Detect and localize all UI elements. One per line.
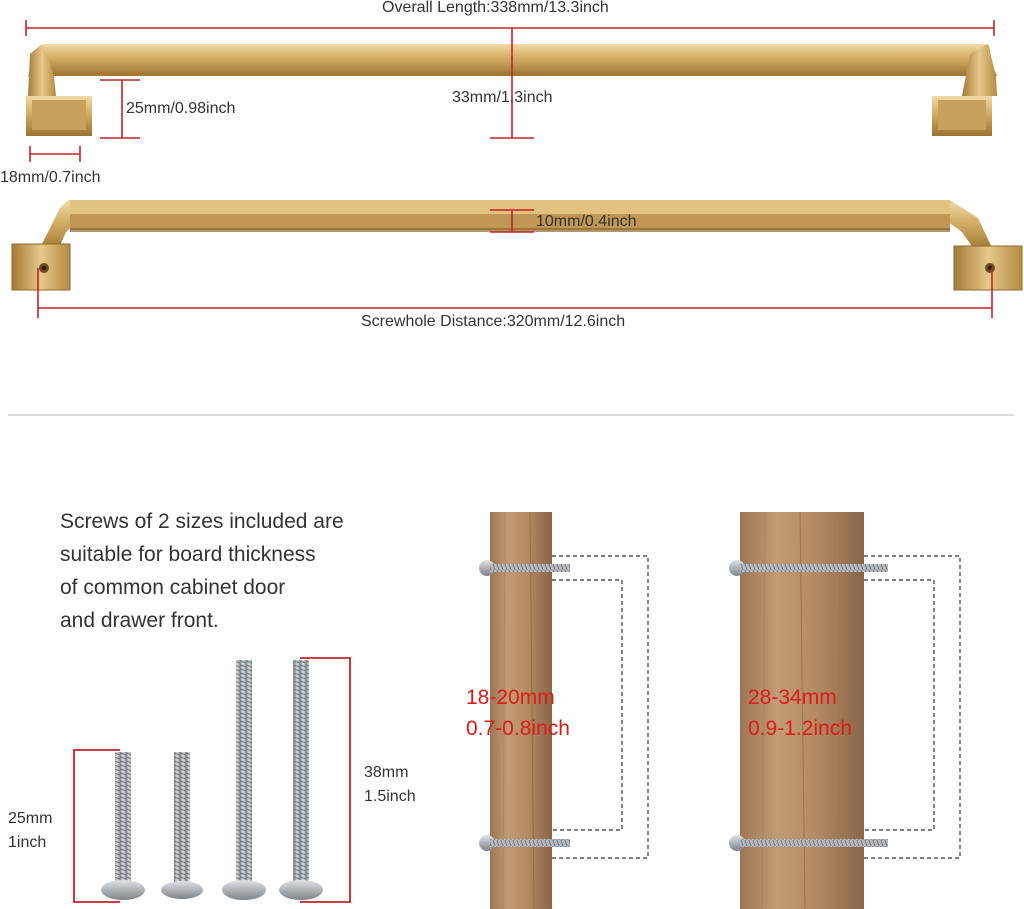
screwhole-distance-label: Screwhole Distance:320mm/12.6inch	[361, 313, 626, 330]
board-thick	[729, 511, 888, 909]
projection-label: 33mm/1.3inch	[452, 89, 553, 106]
screws-group	[101, 660, 323, 900]
long-screw-inch: 1.5inch	[364, 788, 416, 805]
intro-line: of common cabinet door	[60, 576, 286, 599]
board-thick-mm: 28-34mm	[748, 686, 837, 709]
foot-width-label: 18mm/0.7inch	[0, 169, 101, 186]
screws-intro-text: Screws of 2 sizes included are suitable …	[60, 505, 344, 637]
intro-line: Screws of 2 sizes included are	[60, 510, 344, 533]
board-thin-inch: 0.7-0.8inch	[466, 717, 570, 740]
foot-height-label: 25mm/0.98inch	[126, 100, 236, 117]
board-thick-inch: 0.9-1.2inch	[748, 717, 852, 740]
short-screw-inch: 1inch	[8, 834, 47, 851]
dimension-lines-top	[25, 20, 995, 162]
overall-length-label: Overall Length:338mm/13.3inch	[382, 0, 609, 16]
bar-thickness-label: 10mm/0.4inch	[536, 213, 637, 230]
dimension-lines-bottom	[37, 209, 993, 318]
board-thin-range: 18-20mm 0.7-0.8inch	[466, 682, 570, 744]
long-screw-mm: 38mm	[364, 764, 409, 781]
board-thin-guides	[552, 555, 649, 859]
board-thin-mm: 18-20mm	[466, 686, 555, 709]
short-screw-mm: 25mm	[8, 810, 53, 827]
short-screw-length: 25mm 1inch	[8, 807, 52, 855]
board-thin	[479, 511, 570, 909]
board-thick-range: 28-34mm 0.9-1.2inch	[748, 682, 852, 744]
screw-brackets	[73, 657, 351, 903]
intro-line: and drawer front.	[60, 609, 219, 632]
handle-front-view	[26, 44, 997, 136]
handle-angled-view	[11, 200, 1023, 291]
board-thick-guides	[864, 555, 961, 859]
long-screw-length: 38mm 1.5inch	[364, 761, 416, 809]
intro-line: suitable for board thickness	[60, 543, 316, 566]
